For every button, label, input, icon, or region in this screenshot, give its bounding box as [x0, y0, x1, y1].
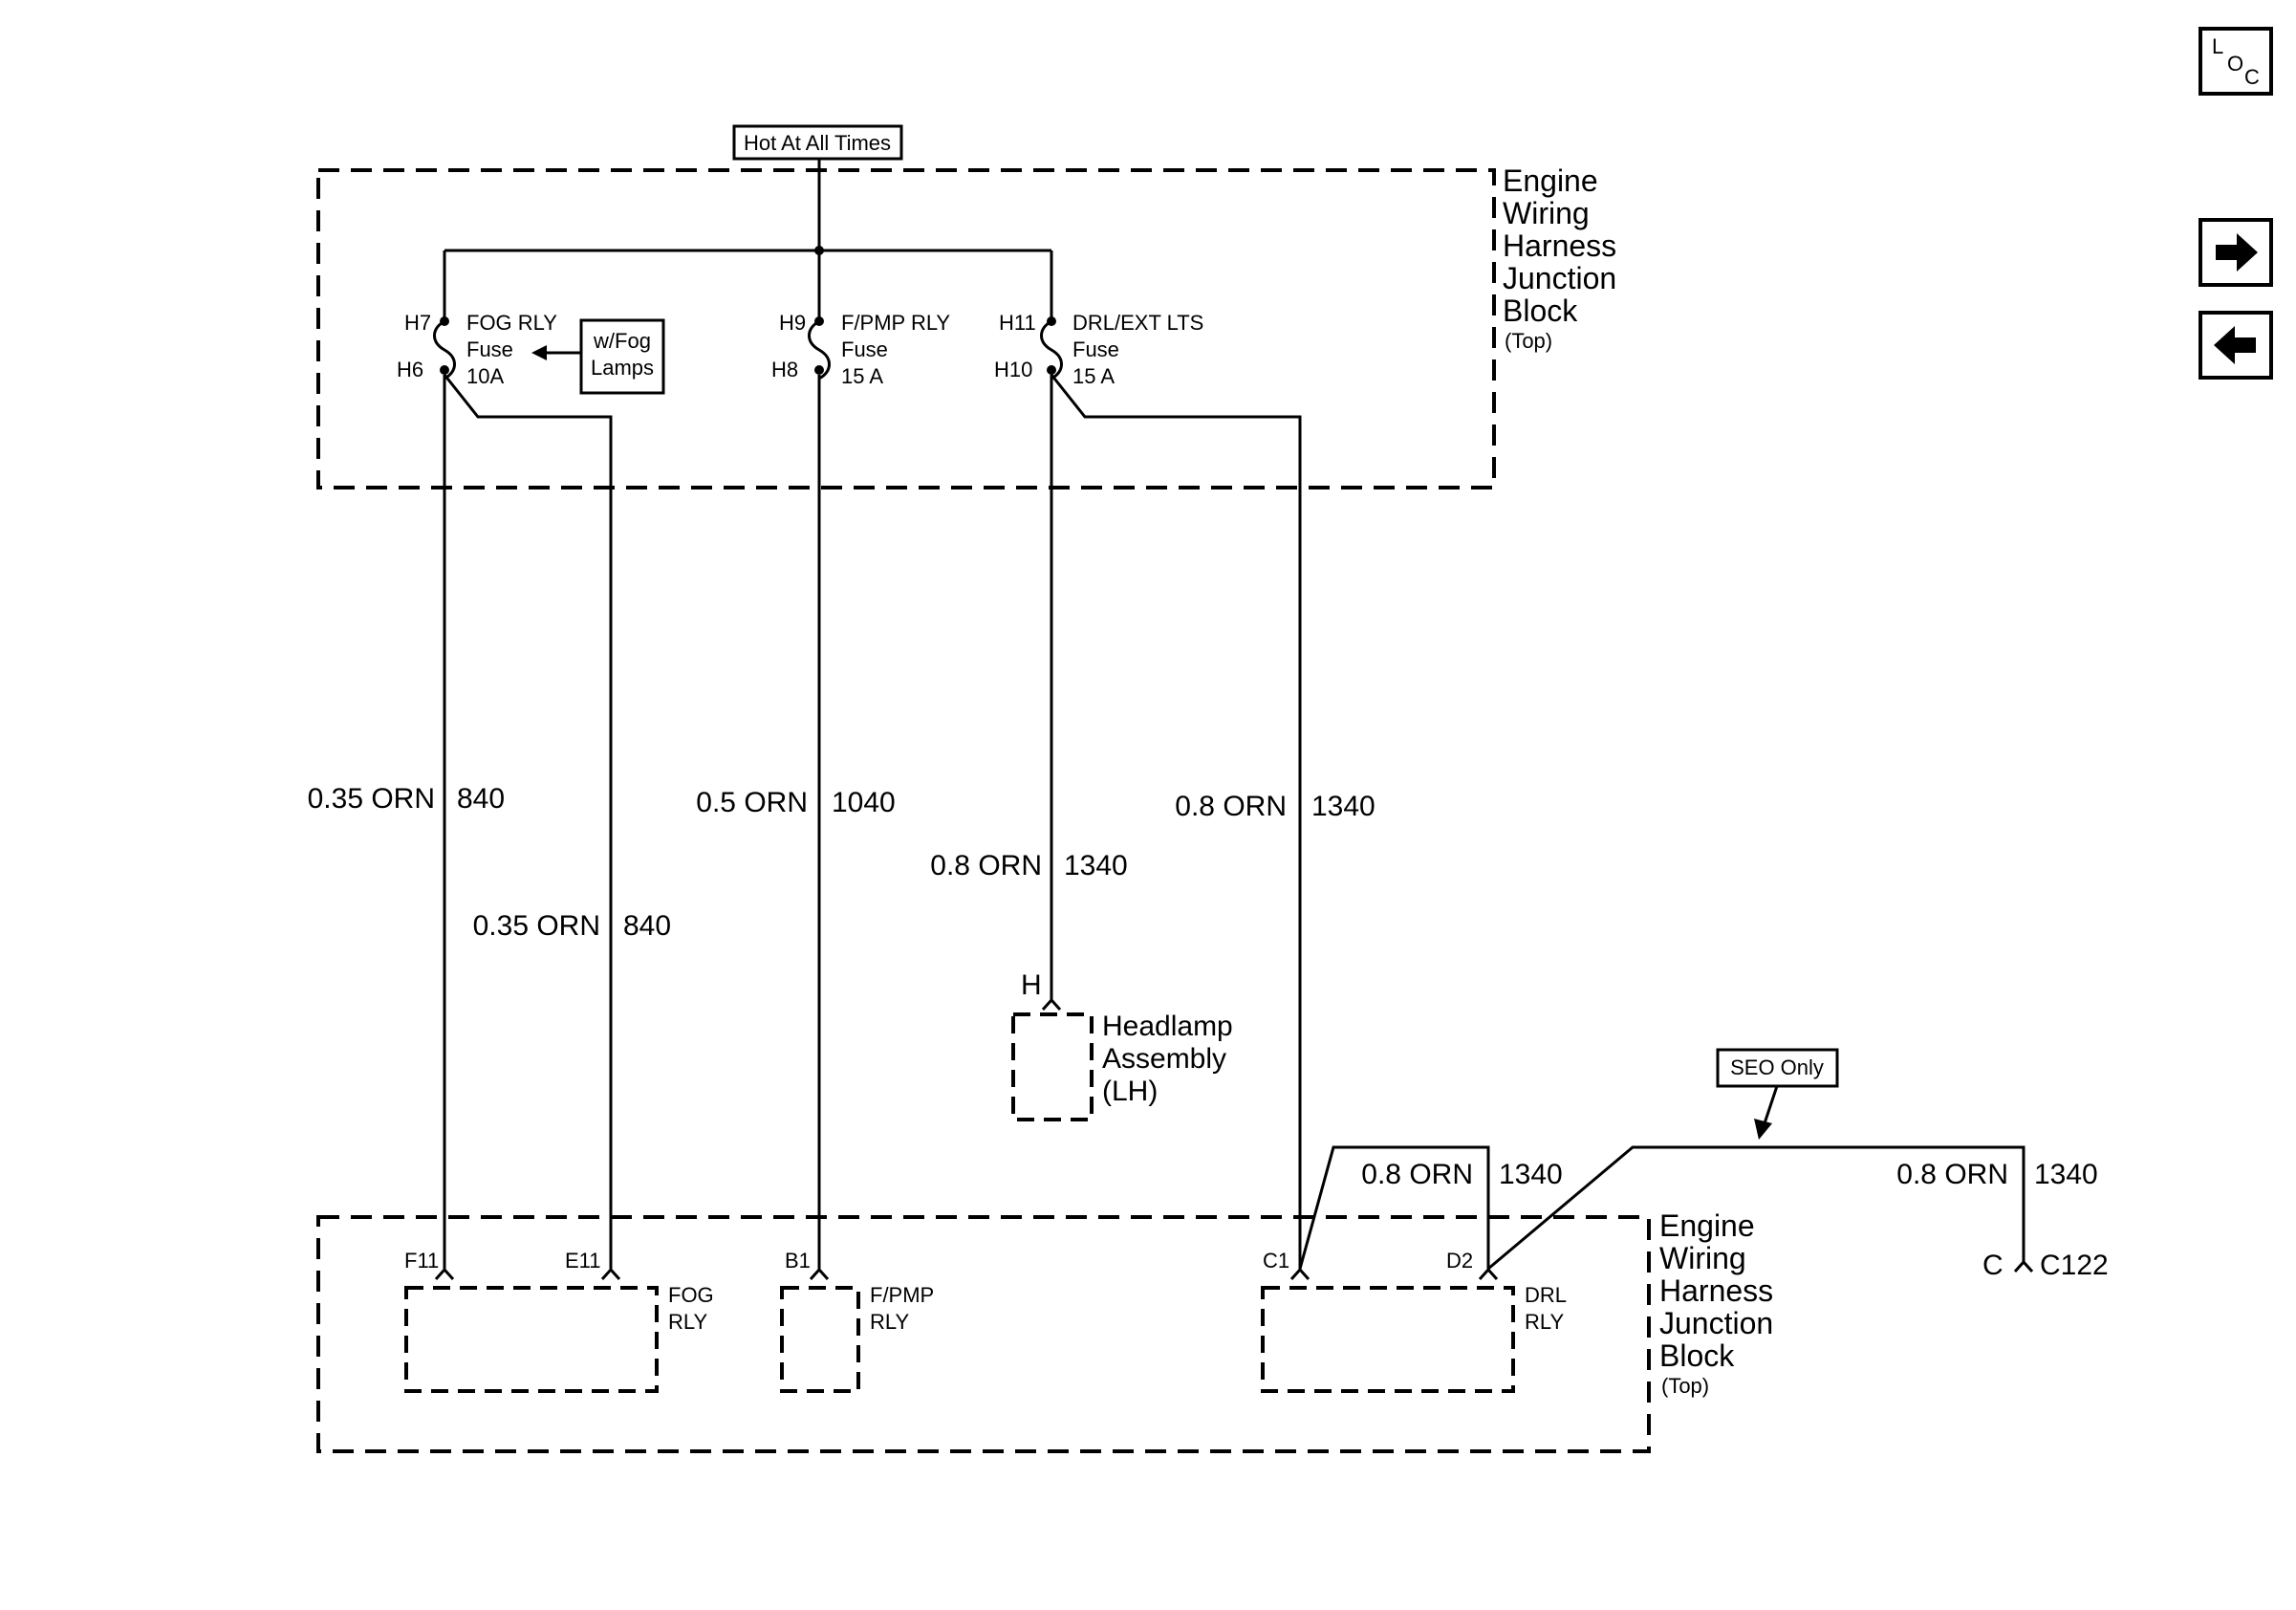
loc-letter-c: C	[2244, 65, 2260, 89]
fuse-fog-rly: H7 H6 FOG RLY Fuse 10A	[397, 311, 557, 388]
svg-text:F/PMP: F/PMP	[870, 1283, 934, 1307]
svg-text:F/PMP RLY: F/PMP RLY	[841, 311, 950, 335]
svg-text:C122: C122	[2040, 1250, 2109, 1281]
svg-text:1040: 1040	[832, 787, 896, 818]
svg-text:0.8 ORN: 0.8 ORN	[1361, 1159, 1473, 1190]
arrow-left-icon	[2214, 326, 2256, 364]
wire-c1-d2-jumper: 0.8 ORN 1340	[1298, 1145, 1563, 1270]
svg-text:Block: Block	[1503, 294, 1578, 328]
svg-text:RLY: RLY	[668, 1310, 707, 1334]
svg-text:Fuse: Fuse	[841, 337, 888, 361]
top-junction-block-outline	[316, 168, 1496, 490]
seo-only-note: SEO Only	[1716, 1048, 1839, 1140]
svg-text:FOG: FOG	[668, 1283, 714, 1307]
svg-text:Junction: Junction	[1659, 1306, 1773, 1340]
svg-text:Fuse: Fuse	[1072, 337, 1119, 361]
svg-text:F11: F11	[404, 1249, 439, 1273]
svg-text:Engine: Engine	[1503, 163, 1598, 198]
svg-text:0.8 ORN: 0.8 ORN	[930, 850, 1042, 881]
power-feed-bus	[443, 159, 1053, 319]
fuse-fpmp-rly: H9 H8 F/PMP RLY Fuse 15 A	[771, 311, 950, 388]
svg-text:(Top): (Top)	[1505, 329, 1552, 353]
headlamp-assembly-lh: H Headlamp Assembly (LH)	[1011, 969, 1233, 1121]
svg-text:(Top): (Top)	[1661, 1374, 1709, 1398]
svg-text:0.35 ORN: 0.35 ORN	[473, 910, 600, 942]
svg-text:DRL/EXT LTS: DRL/EXT LTS	[1072, 311, 1203, 335]
svg-text:FOG RLY: FOG RLY	[466, 311, 557, 335]
svg-text:w/Fog: w/Fog	[593, 329, 651, 353]
connector-c122: C C122	[1982, 1250, 2109, 1281]
svg-text:H7: H7	[404, 311, 431, 335]
wire-drl-feed: 0.8 ORN 1340	[1050, 374, 1375, 1269]
svg-text:Headlamp: Headlamp	[1102, 1011, 1233, 1042]
bottom-junction-block-label: Engine Wiring Harness Junction Block (To…	[1659, 1208, 1773, 1398]
svg-text:H9: H9	[779, 311, 806, 335]
svg-text:1340: 1340	[1311, 791, 1375, 822]
svg-text:840: 840	[623, 910, 671, 942]
wire-fpmp-feed: 0.5 ORN 1040	[696, 375, 896, 1269]
loc-letter-o: O	[2227, 52, 2244, 76]
svg-text:15 A: 15 A	[841, 364, 883, 388]
svg-text:RLY: RLY	[870, 1310, 909, 1334]
svg-text:Assembly: Assembly	[1102, 1043, 1226, 1075]
svg-text:0.5 ORN: 0.5 ORN	[696, 787, 808, 818]
svg-text:15 A: 15 A	[1072, 364, 1115, 388]
svg-text:H8: H8	[771, 358, 798, 381]
svg-text:C: C	[1982, 1250, 2004, 1281]
forward-button[interactable]	[2199, 218, 2273, 287]
svg-text:H: H	[1021, 969, 1042, 1001]
wire-fog-feed-2: 0.35 ORN 840	[443, 374, 671, 1269]
svg-text:10A: 10A	[466, 364, 504, 388]
svg-text:E11: E11	[565, 1249, 601, 1273]
svg-text:Wiring: Wiring	[1659, 1241, 1746, 1275]
svg-text:Lamps: Lamps	[591, 356, 654, 380]
svg-text:0.35 ORN: 0.35 ORN	[308, 783, 435, 815]
svg-text:Harness: Harness	[1503, 228, 1616, 263]
hot-at-all-times-label: Hot At All Times	[744, 131, 891, 155]
svg-text:H6: H6	[397, 358, 423, 381]
svg-text:DRL: DRL	[1525, 1283, 1567, 1307]
svg-text:C1: C1	[1263, 1249, 1289, 1273]
loc-button[interactable]: L O C	[2199, 27, 2273, 96]
svg-text:D2: D2	[1446, 1249, 1473, 1273]
svg-text:1340: 1340	[1499, 1159, 1563, 1190]
svg-text:B1: B1	[785, 1249, 811, 1273]
svg-text:0.8 ORN: 0.8 ORN	[1896, 1159, 2008, 1190]
svg-text:1340: 1340	[1064, 850, 1128, 881]
svg-text:1340: 1340	[2034, 1159, 2098, 1190]
svg-text:(LH): (LH)	[1102, 1076, 1158, 1107]
svg-text:Block: Block	[1659, 1338, 1735, 1373]
top-junction-block-label: Engine Wiring Harness Junction Block (To…	[1503, 163, 1616, 353]
svg-text:Junction: Junction	[1503, 261, 1616, 295]
svg-text:H10: H10	[994, 358, 1032, 381]
svg-text:Fuse: Fuse	[466, 337, 513, 361]
fog-lamps-option: w/Fog Lamps	[531, 318, 665, 395]
back-button[interactable]	[2199, 311, 2273, 380]
wire-fog-feed-1: 0.35 ORN 840	[308, 375, 505, 1269]
relay-fpmp: B1 F/PMP RLY	[780, 1249, 934, 1393]
svg-text:0.8 ORN: 0.8 ORN	[1175, 791, 1287, 822]
svg-text:840: 840	[457, 783, 505, 815]
wire-headlamp-feed: 0.8 ORN 1340	[930, 375, 1128, 1001]
svg-text:Engine: Engine	[1659, 1208, 1755, 1243]
relay-fog: F11 E11 FOG RLY	[404, 1249, 714, 1393]
svg-text:SEO Only: SEO Only	[1730, 1055, 1824, 1079]
svg-text:Harness: Harness	[1659, 1273, 1773, 1308]
bottom-junction-block-outline	[316, 1215, 1651, 1453]
svg-text:Wiring: Wiring	[1503, 196, 1590, 230]
fuse-drl-ext-lts: H11 H10 DRL/EXT LTS Fuse 15 A	[994, 311, 1203, 388]
arrow-right-icon	[2216, 233, 2258, 272]
loc-letter-l: L	[2212, 34, 2224, 58]
svg-text:RLY: RLY	[1525, 1310, 1564, 1334]
relay-drl: C1 D2 DRL RLY	[1261, 1249, 1567, 1393]
wire-seo-c122: 0.8 ORN 1340	[1487, 1145, 2098, 1271]
svg-text:H11: H11	[999, 311, 1036, 335]
